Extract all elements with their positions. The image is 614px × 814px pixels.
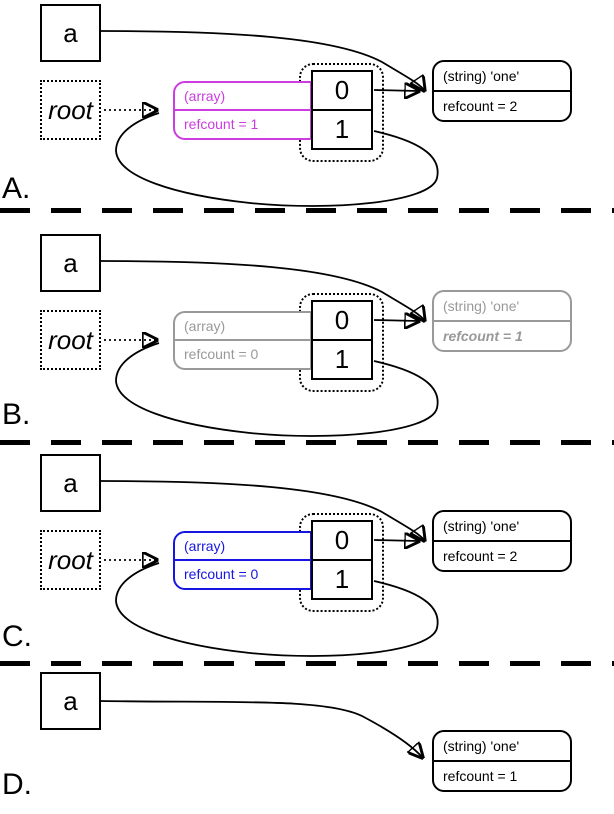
- string-refcount-label: refcount = 2: [434, 90, 570, 120]
- array-cell-0: 0: [334, 525, 350, 555]
- root-box: root: [40, 80, 101, 140]
- string-node: (string) 'one' refcount = 2: [432, 510, 572, 572]
- array-cells: 0 1: [311, 520, 373, 600]
- array-cells: 0 1: [311, 300, 373, 380]
- array-node: (array) refcount = 1: [173, 81, 312, 140]
- array-type-label: (array): [184, 538, 226, 554]
- string-node: (string) 'one' refcount = 1: [432, 290, 572, 352]
- array-refcount-label: refcount = 0: [175, 339, 310, 368]
- string-type-label: (string) 'one': [443, 738, 520, 754]
- string-refcount-label: refcount = 1: [434, 760, 570, 790]
- root-box: root: [40, 530, 101, 590]
- root-label: root: [48, 324, 93, 355]
- root-label: root: [48, 544, 93, 575]
- array-cell-0: 0: [334, 305, 350, 335]
- array-cell-0: 0: [334, 75, 350, 105]
- variable-a-label: a: [63, 685, 78, 716]
- root-box: root: [40, 310, 101, 370]
- panel-label-b: B.: [2, 398, 31, 431]
- string-type-label: (string) 'one': [443, 298, 520, 314]
- string-refcount-label: refcount = 2: [434, 540, 570, 570]
- panel-label-a: A.: [2, 172, 31, 205]
- array-node: (array) refcount = 0: [173, 311, 312, 370]
- array-refcount-label: refcount = 1: [175, 109, 310, 138]
- array-node: (array) refcount = 0: [173, 531, 312, 590]
- array-cell-1: 1: [313, 559, 371, 598]
- array-cells: 0 1: [311, 70, 373, 150]
- array-type-label: (array): [184, 318, 226, 334]
- arrow-a-to-string: [100, 700, 422, 757]
- string-node: (string) 'one' refcount = 1: [432, 730, 572, 792]
- variable-a-label: a: [63, 467, 78, 498]
- variable-a-box: a: [40, 234, 101, 292]
- array-type-label: (array): [184, 88, 226, 104]
- string-node: (string) 'one' refcount = 2: [432, 60, 572, 122]
- string-refcount-label: refcount = 1: [434, 320, 570, 350]
- variable-a-box: a: [40, 4, 101, 62]
- string-type-label: (string) 'one': [443, 518, 520, 534]
- array-cell-1: 1: [313, 339, 371, 378]
- variable-a-label: a: [63, 247, 78, 278]
- variable-a-box: a: [40, 454, 101, 512]
- panel-label-c: C.: [2, 620, 32, 653]
- array-refcount-label: refcount = 0: [175, 559, 310, 588]
- string-type-label: (string) 'one': [443, 68, 520, 84]
- root-label: root: [48, 94, 93, 125]
- variable-a-box: a: [40, 672, 101, 730]
- panel-label-d: D.: [2, 768, 32, 801]
- variable-a-label: a: [63, 17, 78, 48]
- array-cell-1: 1: [313, 109, 371, 148]
